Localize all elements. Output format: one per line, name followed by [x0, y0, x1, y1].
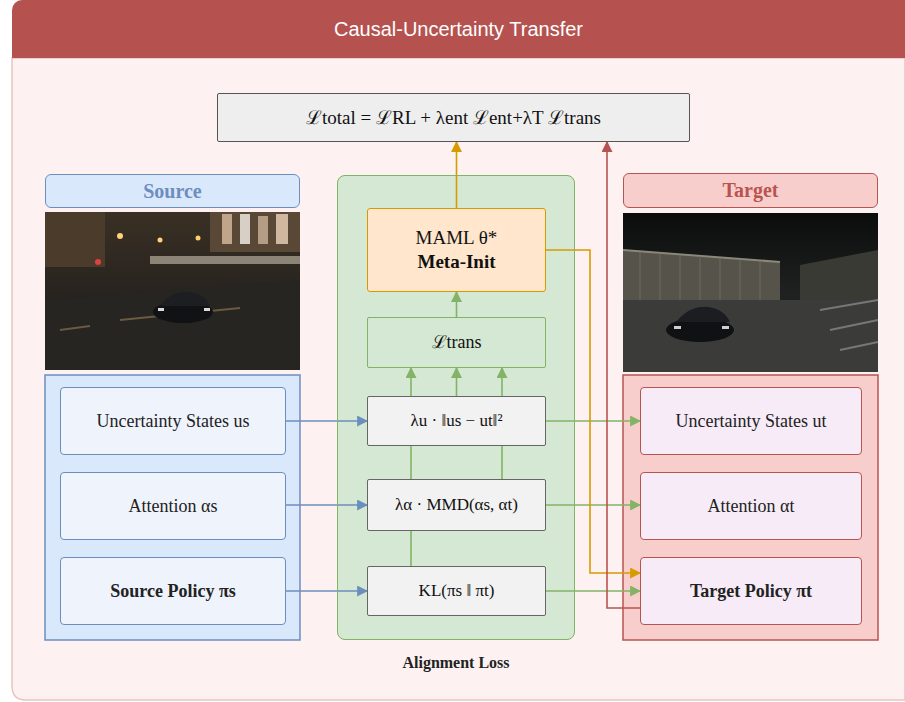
box-label: MAML θ* [416, 226, 498, 250]
flow-arrow [286, 590, 367, 592]
target-state-box: Uncertainty States ut [640, 387, 862, 455]
title-text: Causal-Uncertainty Transfer [334, 17, 583, 42]
box-label: Uncertainty States ut [676, 410, 827, 433]
alignment-panel: Alignment LossMAML θ*Meta-Initℒtransλu ·… [337, 175, 575, 640]
source-policy-box: Source Policy πs [60, 557, 286, 625]
flow-arrow [546, 250, 640, 573]
flow-arrow [546, 590, 640, 592]
alignment-panel-fill [337, 175, 575, 640]
flow-arrow [456, 368, 458, 396]
total-loss-box: ℒtotal = ℒRL + λent ℒent+λT ℒtrans [217, 93, 690, 142]
flow-arrow [286, 504, 367, 506]
box-label: Source Policy πs [110, 580, 236, 603]
flow-arrow [546, 420, 640, 422]
mmd-loss-box: λα · MMD(αs, αt) [367, 479, 546, 531]
uncertainty-loss-box: λu · ‖us − ut‖² [367, 396, 546, 446]
flow-arrow [286, 420, 367, 422]
target-panel [623, 375, 878, 640]
target-header: Target [623, 173, 878, 208]
box-label: ℒtrans [432, 331, 482, 354]
box-label: λu · ‖us − ut‖² [411, 410, 503, 431]
box-label: ℒtotal = ℒRL + λent ℒent+λT ℒtrans [306, 106, 601, 130]
target-illustration [623, 213, 878, 372]
box-label: Target Policy πt [690, 580, 812, 603]
meta-init-box: MAML θ*Meta-Init [367, 208, 546, 292]
box-label: Attention αt [708, 495, 795, 518]
kl-loss-box: KL(πs ‖ πt) [367, 566, 546, 616]
source-attention-box: Attention αs [60, 472, 286, 540]
box-label: Alignment Loss [338, 653, 574, 673]
target-attention-box: Attention αt [640, 472, 862, 540]
transfer-loss-box: ℒtrans [367, 317, 546, 368]
source-header: Source [45, 174, 300, 208]
flow-arrow [546, 504, 640, 506]
box-sublabel: Meta-Init [417, 250, 495, 274]
outer-panel [12, 58, 905, 700]
box-label: Target [723, 178, 779, 203]
source-state-box: Uncertainty States us [60, 387, 286, 455]
title-band: Causal-Uncertainty Transfer [12, 0, 905, 58]
box-label: λα · MMD(αs, αt) [395, 494, 518, 515]
flow-arrow [456, 292, 458, 317]
box-label: KL(πs ‖ πt) [419, 580, 495, 601]
source-panel [45, 375, 300, 640]
box-label: Attention αs [129, 495, 218, 518]
box-label: Source [143, 179, 202, 204]
target-policy-box: Target Policy πt [640, 557, 862, 625]
box-label: Uncertainty States us [97, 410, 250, 433]
flow-arrow [607, 142, 640, 608]
source-illustration [45, 212, 300, 370]
